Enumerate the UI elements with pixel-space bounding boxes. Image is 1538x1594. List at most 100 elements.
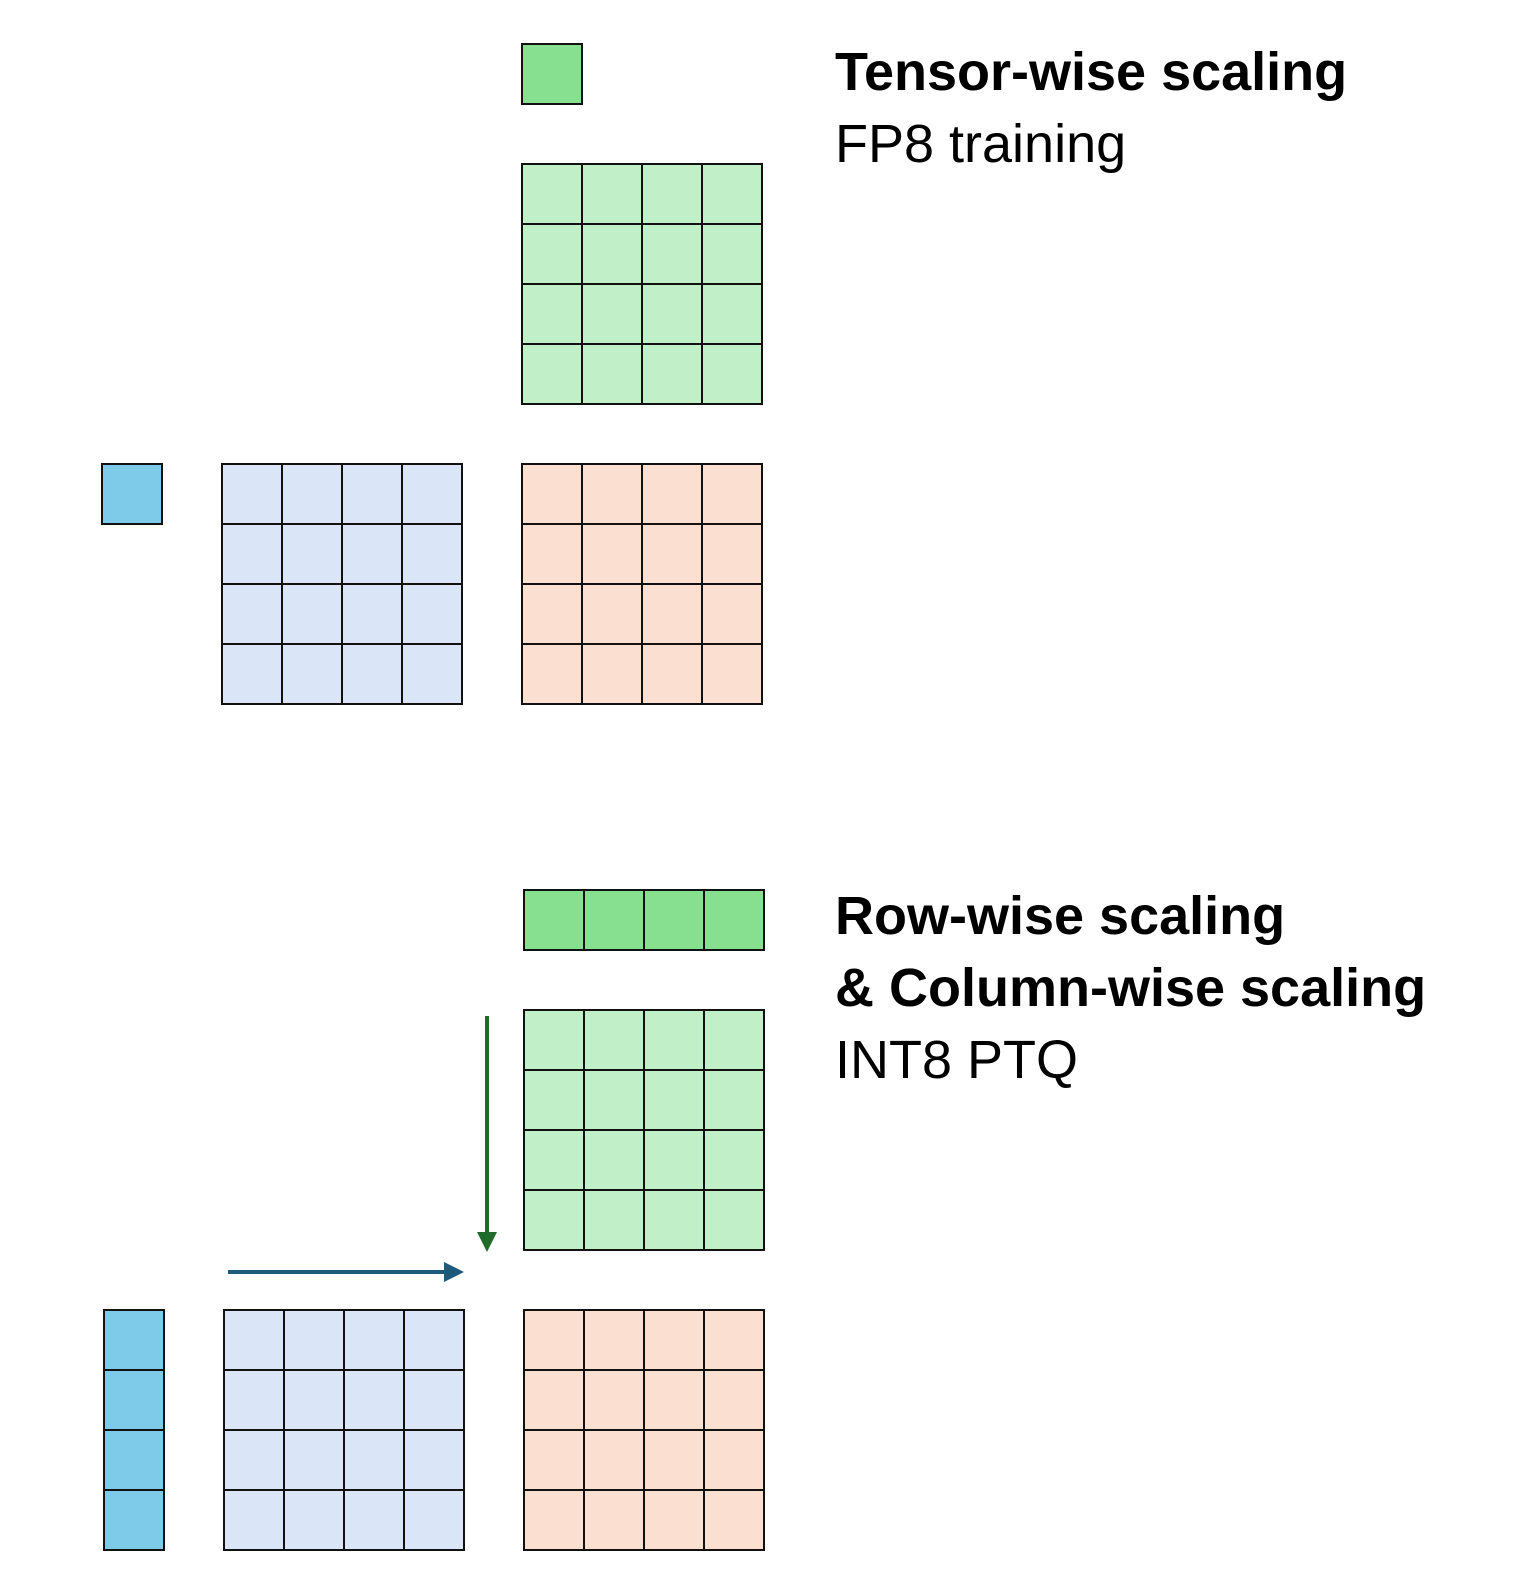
down-arrow bbox=[477, 1016, 497, 1252]
weight-matrix bbox=[523, 1009, 765, 1251]
matrix-cell bbox=[521, 223, 583, 285]
tensor-wise-heading: Tensor-wise scaling bbox=[835, 42, 1348, 102]
matrix-cell bbox=[343, 1489, 405, 1551]
matrix-cell bbox=[523, 1429, 585, 1491]
matrix-cell bbox=[641, 163, 703, 225]
weight-matrix bbox=[521, 163, 763, 405]
matrix-cell bbox=[283, 1489, 345, 1551]
matrix-cell bbox=[223, 1489, 285, 1551]
tensor-wise-label: Tensor-wise scaling FP8 training bbox=[835, 36, 1347, 180]
row-wise-heading: Row-wise scaling bbox=[835, 886, 1286, 946]
matrix-cell bbox=[401, 583, 463, 645]
matrix-cell bbox=[701, 523, 763, 585]
right-arrow bbox=[228, 1262, 464, 1282]
matrix-cell bbox=[521, 283, 583, 345]
matrix-cell bbox=[701, 163, 763, 225]
matrix-cell bbox=[641, 223, 703, 285]
matrix-cell bbox=[643, 1309, 705, 1371]
matrix-cell bbox=[703, 1369, 765, 1431]
matrix-cell bbox=[641, 463, 703, 525]
matrix-cell bbox=[641, 343, 703, 405]
matrix-cell bbox=[523, 1489, 585, 1551]
matrix-cell bbox=[221, 463, 283, 525]
matrix-cell bbox=[521, 463, 583, 525]
matrix-cell bbox=[401, 643, 463, 705]
matrix-cell bbox=[401, 463, 463, 525]
scale-cell bbox=[103, 1309, 165, 1371]
activation-scale-scalar bbox=[101, 463, 163, 525]
matrix-cell bbox=[341, 463, 403, 525]
matrix-cell bbox=[643, 1429, 705, 1491]
scale-cell bbox=[583, 889, 645, 951]
matrix-cell bbox=[523, 1189, 585, 1251]
matrix-cell bbox=[583, 1489, 645, 1551]
matrix-cell bbox=[581, 643, 643, 705]
matrix-cell bbox=[283, 1309, 345, 1371]
row-col-wise-subheading: INT8 PTQ bbox=[835, 1030, 1079, 1090]
activation-matrix bbox=[221, 463, 463, 705]
matrix-cell bbox=[703, 1309, 765, 1371]
matrix-cell bbox=[223, 1369, 285, 1431]
matrix-cell bbox=[643, 1129, 705, 1191]
matrix-cell bbox=[701, 463, 763, 525]
matrix-cell bbox=[341, 583, 403, 645]
matrix-cell bbox=[343, 1429, 405, 1491]
matrix-cell bbox=[521, 343, 583, 405]
matrix-cell bbox=[583, 1069, 645, 1131]
matrix-cell bbox=[701, 343, 763, 405]
matrix-cell bbox=[581, 583, 643, 645]
column-wise-heading: & Column-wise scaling bbox=[835, 958, 1427, 1018]
matrix-cell bbox=[701, 643, 763, 705]
matrix-cell bbox=[401, 523, 463, 585]
matrix-cell bbox=[403, 1489, 465, 1551]
rowcol-section bbox=[103, 889, 765, 1551]
weight-scale-scalar bbox=[521, 43, 583, 105]
matrix-cell bbox=[523, 1129, 585, 1191]
matrix-cell bbox=[583, 1369, 645, 1431]
matrix-cell bbox=[581, 163, 643, 225]
matrix-cell bbox=[523, 1069, 585, 1131]
matrix-cell bbox=[643, 1369, 705, 1431]
matrix-cell bbox=[581, 463, 643, 525]
matrix-cell bbox=[221, 643, 283, 705]
row-col-wise-label: Row-wise scaling & Column-wise scaling I… bbox=[835, 880, 1426, 1096]
matrix-cell bbox=[521, 583, 583, 645]
matrix-cell bbox=[581, 223, 643, 285]
matrix-cell bbox=[523, 1369, 585, 1431]
matrix-cell bbox=[703, 1489, 765, 1551]
matrix-cell bbox=[583, 1009, 645, 1071]
scale-cell bbox=[103, 1489, 165, 1551]
row-scale-vector bbox=[103, 1309, 165, 1551]
matrix-cell bbox=[703, 1069, 765, 1131]
matrix-cell bbox=[403, 1429, 465, 1491]
matrix-cell bbox=[343, 1369, 405, 1431]
matrix-cell bbox=[221, 583, 283, 645]
matrix-cell bbox=[521, 163, 583, 225]
matrix-cell bbox=[403, 1369, 465, 1431]
matrix-cell bbox=[223, 1309, 285, 1371]
matrix-cell bbox=[701, 583, 763, 645]
output-matrix bbox=[523, 1309, 765, 1551]
scale-cell bbox=[643, 889, 705, 951]
matrix-cell bbox=[583, 1429, 645, 1491]
matrix-cell bbox=[643, 1069, 705, 1131]
scale-cell bbox=[103, 1369, 165, 1431]
matrix-cell bbox=[521, 643, 583, 705]
output-matrix bbox=[521, 463, 763, 705]
matrix-cell bbox=[341, 523, 403, 585]
matrix-cell bbox=[641, 283, 703, 345]
tensor-wise-subheading: FP8 training bbox=[835, 114, 1127, 174]
tensor-section bbox=[101, 43, 763, 705]
matrix-cell bbox=[701, 223, 763, 285]
matrix-cell bbox=[521, 523, 583, 585]
matrix-cell bbox=[643, 1189, 705, 1251]
matrix-cell bbox=[523, 1309, 585, 1371]
matrix-cell bbox=[523, 1009, 585, 1071]
matrix-cell bbox=[581, 523, 643, 585]
activation-matrix bbox=[223, 1309, 465, 1551]
matrix-cell bbox=[583, 1309, 645, 1371]
matrix-cell bbox=[701, 283, 763, 345]
matrix-cell bbox=[281, 463, 343, 525]
matrix-cell bbox=[581, 283, 643, 345]
